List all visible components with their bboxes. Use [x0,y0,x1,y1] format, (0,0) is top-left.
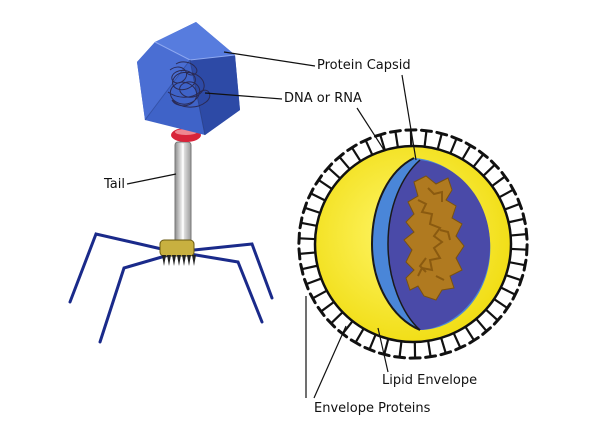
envelope-protein-spike [346,143,363,164]
tail-fiber [98,252,174,344]
envelope-protein-spike [337,318,355,339]
leader-env2 [313,325,347,399]
envelope-protein-spike [489,171,510,189]
envelope-protein-spike [323,162,343,181]
phage-genome [167,61,211,108]
baseplate-pin [162,255,166,266]
label-tail: Tail [104,177,125,192]
baseplate-pin [182,255,186,266]
baseplate-pin [187,255,191,266]
label-envelope-proteins: Envelope Proteins [314,401,431,416]
leader-capsid-virus [401,74,417,161]
tail-fiber [188,252,264,324]
tail-fiber [68,232,168,304]
virus-genome [403,175,465,301]
envelope-protein-spike [349,326,366,347]
envelope-protein-spike [334,152,352,172]
label-lipid-envelope: Lipid Envelope [382,373,478,388]
leader-capsid [223,51,316,67]
envelope-protein-spike [481,159,500,178]
baseplate [159,239,196,266]
baseplate-pin [192,255,196,266]
envelope-protein-spike [316,299,337,317]
leader-dna [204,92,283,100]
baseplate-pin [172,255,176,266]
envelope-protein-spike [307,187,328,203]
envelope-protein-spike [463,324,480,345]
envelope-protein-spike [451,330,467,352]
envelope-protein-spike [498,285,519,301]
tail-fiber [192,242,274,300]
capsid-head [137,22,240,136]
label-dna-or-rna: DNA or RNA [284,91,362,106]
baseplate-pin [167,255,171,266]
envelope-protein-spike [491,297,512,314]
envelope-protein-spike [326,310,345,329]
tail-fibers [68,232,274,344]
enveloped-virus [297,128,529,360]
envelope-protein-spike [314,174,335,191]
envelope-protein-spike [483,307,503,326]
leader-lipid [377,327,389,373]
envelope-protein-spike [496,183,518,200]
envelope-protein-spike [474,316,492,336]
baseplate-pin [177,255,181,266]
envelope-protein-spike [460,141,477,162]
envelope-protein-spike [359,136,375,158]
leader-dna-virus [356,107,385,151]
leader-lines [126,51,417,399]
leader-tail [126,173,177,185]
envelope-protein-spike [308,288,330,305]
envelope-protein-spike [471,149,489,170]
bacteriophage [68,22,274,344]
label-protein-capsid: Protein Capsid [317,58,411,73]
